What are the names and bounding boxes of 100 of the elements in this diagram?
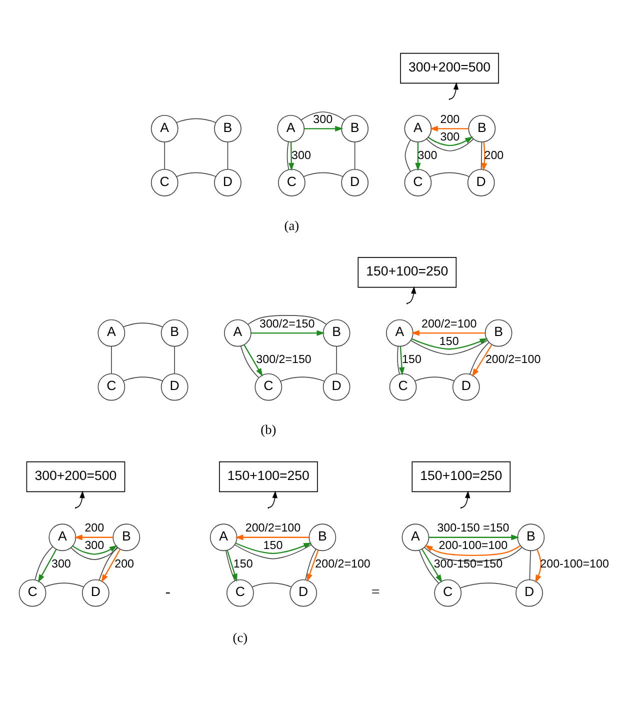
arrow [411, 330, 486, 336]
edge-label: 200 [84, 522, 104, 535]
label: - [165, 584, 170, 601]
connector [122, 376, 163, 382]
node-circle: B [468, 114, 496, 142]
node-box: 150+100=250 [412, 461, 511, 492]
connector [404, 140, 411, 172]
connector [252, 582, 292, 588]
connector [70, 547, 118, 560]
node-circle: C [389, 373, 417, 401]
edge-label: 300 [51, 557, 71, 570]
node-box: 300+200=500 [400, 52, 499, 84]
node-circle: B [322, 319, 350, 347]
arrow [406, 286, 416, 304]
node-circle: B [160, 319, 188, 347]
edge-label: 300/2=150 [256, 353, 312, 366]
connector [248, 315, 327, 325]
connector [176, 172, 216, 178]
edge-label: 300 [440, 130, 460, 144]
connector [303, 172, 344, 178]
node-circle: C [254, 373, 282, 401]
node-box: 300+200=500 [26, 461, 126, 492]
connector [164, 142, 166, 170]
label: = [371, 584, 380, 601]
edge-label: 300/2=150 [260, 317, 315, 330]
connector [460, 582, 518, 588]
edge-label: 200/2=100 [315, 557, 370, 570]
connector [227, 142, 228, 170]
node-circle: C [18, 579, 46, 607]
connector [529, 550, 531, 580]
arrow [76, 490, 85, 508]
connector [429, 172, 470, 178]
connector [98, 547, 118, 580]
node-circle: D [341, 168, 369, 196]
edge-label: 200-100=100 [438, 539, 508, 552]
arrow [398, 346, 405, 376]
node-circle: D [322, 373, 350, 401]
node-circle: C [226, 579, 254, 607]
label: (c) [232, 630, 248, 645]
node-circle: D [516, 579, 543, 607]
edge-label: 300 [313, 113, 333, 126]
arrow [244, 344, 263, 377]
edge-label: 300 [84, 539, 104, 552]
arrow [268, 490, 278, 508]
node-circle: A [277, 114, 305, 142]
node-circle: B [308, 524, 336, 552]
connector [122, 322, 163, 328]
node-circle: B [517, 524, 545, 552]
edge-label: 150 [439, 334, 459, 348]
connector [240, 346, 260, 378]
arrow [251, 330, 325, 336]
node-circle: D [160, 373, 188, 401]
node-circle: A [402, 524, 430, 552]
arrow [430, 126, 469, 132]
label: (a) [284, 218, 300, 233]
node-circle: D [214, 168, 242, 196]
node-circle: A [210, 524, 238, 552]
node-box: 150+100=250 [358, 257, 457, 288]
connector [414, 376, 455, 382]
connector [305, 548, 316, 580]
arrow [72, 545, 118, 555]
arrow [235, 534, 309, 540]
arrow [428, 534, 520, 540]
node-circle: A [48, 524, 76, 552]
arrow [428, 136, 474, 146]
edge-label: 200 [114, 557, 134, 570]
connector [280, 376, 325, 382]
arrow [236, 542, 312, 554]
node-circle: A [224, 319, 252, 347]
edge-label: 200/2=100 [245, 522, 301, 535]
connector [34, 546, 53, 580]
node-circle: D [290, 579, 318, 607]
arrow [412, 338, 488, 350]
node-circle: B [112, 524, 140, 552]
node-circle: C [404, 168, 432, 196]
connector [111, 346, 112, 374]
arrow [415, 142, 421, 172]
edge-label: 200/2=100 [422, 317, 477, 330]
edge-label: 300-150 =150 [437, 522, 510, 535]
node-circle: B [214, 114, 242, 142]
connector [234, 544, 312, 560]
edge-label: 300 [292, 148, 311, 162]
node-circle: A [150, 114, 178, 142]
connector [286, 141, 290, 170]
connector [300, 111, 345, 120]
connector [410, 340, 488, 355]
node-circle: A [386, 319, 414, 347]
arrow [306, 550, 319, 582]
connector [174, 346, 175, 374]
node-circle: D [467, 168, 495, 196]
edge-label: 150 [402, 353, 422, 366]
edge-label: 200/2=100 [485, 353, 541, 366]
node-circle: C [278, 168, 306, 196]
arrow [38, 549, 57, 583]
arrow [74, 534, 114, 540]
edge-label: 150 [263, 539, 283, 552]
arrow [535, 549, 542, 583]
node-circle: C [150, 168, 178, 196]
node-circle: A [404, 114, 432, 142]
node-circle: A [98, 319, 126, 347]
